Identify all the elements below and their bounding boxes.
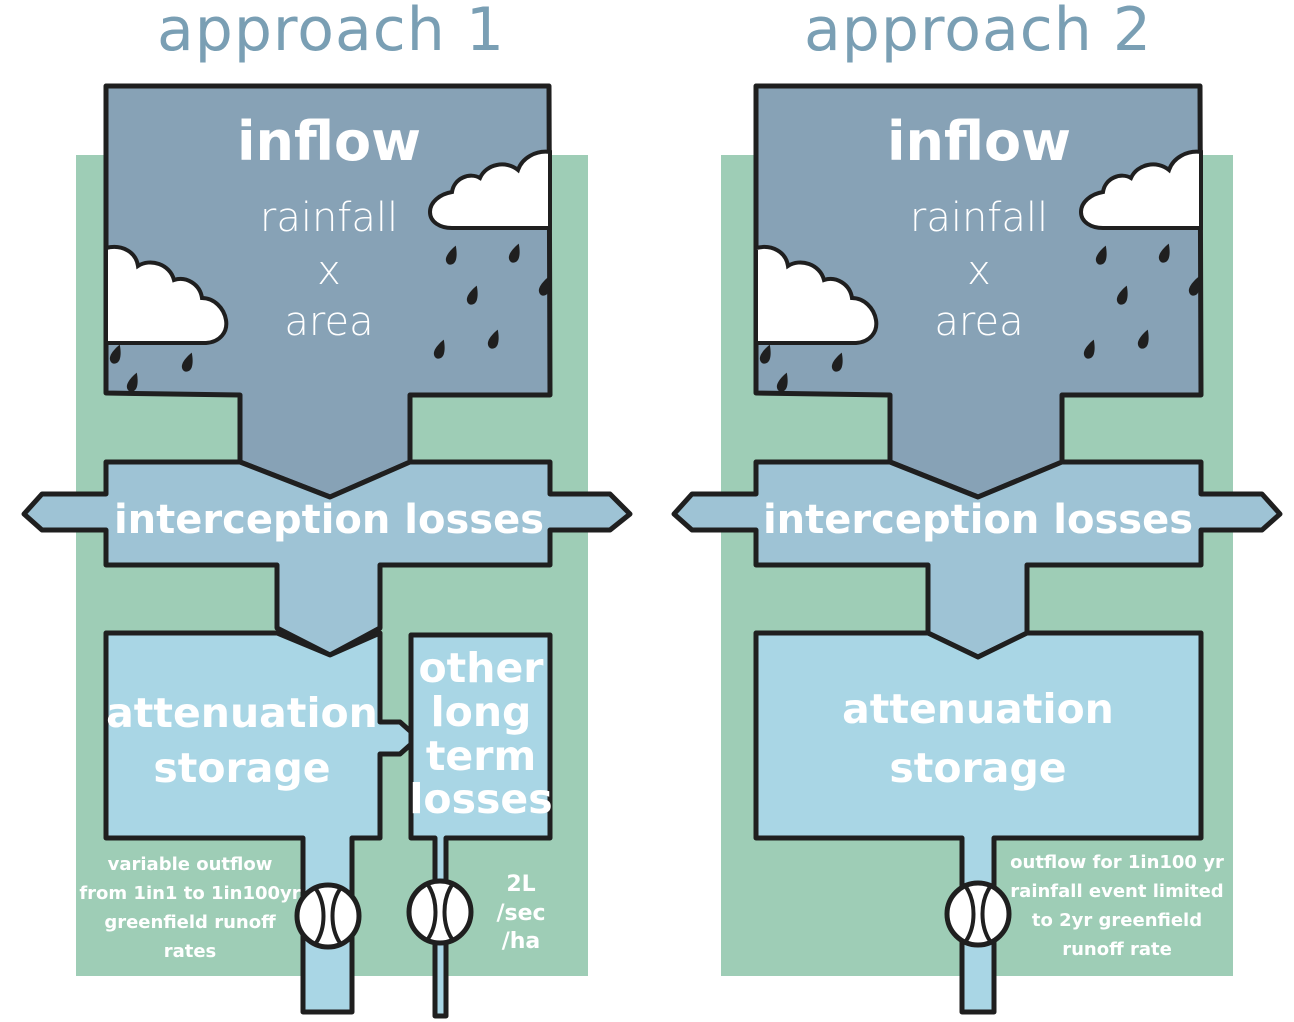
approach-1-storage-line2: storage	[153, 744, 330, 792]
approach-2-storage-line1: attenuation	[842, 685, 1114, 733]
approach-2-inflow-rainfall: rainfall	[910, 195, 1048, 241]
approach-2-interception-band	[671, 459, 1283, 660]
approach-1-inflow-rainfall: rainfall	[260, 195, 398, 241]
approach-1-inflow-heading: inflow	[237, 110, 421, 173]
approach-1-outflow-valve-icon	[297, 885, 359, 947]
approach-1-long-term-line3: term	[426, 732, 536, 780]
approach-2-attenuation-storage	[753, 630, 1204, 1015]
approach-1-storage-line1: attenuation	[106, 689, 378, 737]
approach-1-outflow-note-line1: variable outflow	[108, 854, 273, 875]
approach-2-panel: approach 2 inflow rainfall x area interc…	[671, 0, 1283, 1015]
approach-1-long-term-line4: losses	[409, 775, 552, 823]
approach-2-inflow-heading: inflow	[887, 110, 1071, 173]
approach-2-inflow-operator: x	[967, 248, 991, 294]
approach-1-rate-line2: /sec	[496, 901, 545, 926]
cloud-icon	[104, 245, 229, 345]
approach-1-inflow-area: area	[284, 299, 373, 345]
approach-2-outflow-valve-icon	[947, 883, 1009, 945]
approach-2-interception-label: interception losses	[763, 497, 1193, 543]
approach-2-outflow-note-line4: runoff rate	[1062, 939, 1172, 960]
approach-1-title: approach 1	[157, 0, 505, 65]
approach-1-long-term-valve-icon	[409, 881, 471, 943]
approach-1-long-term-line2: long	[431, 688, 532, 736]
approach-2-title: approach 2	[804, 0, 1152, 65]
approach-2-storage-line2: storage	[889, 744, 1066, 792]
approach-1-rate-line3: /ha	[502, 929, 541, 954]
cloud-icon	[427, 149, 552, 230]
approach-1-outflow-note-line2: from 1in1 to 1in100yr	[79, 883, 300, 904]
approach-1-panel: approach 1 inflow rainfall x area interc…	[21, 0, 633, 1019]
approach-2-outflow-note-line3: to 2yr greenfield	[1032, 910, 1202, 931]
cloud-icon	[1078, 149, 1203, 230]
approach-2-outflow-note-line1: outflow for 1in100 yr	[1010, 852, 1224, 873]
approach-1-long-term-line1: other	[419, 644, 545, 692]
approach-1-outflow-note-line3: greenfield runoff	[104, 912, 276, 933]
approach-1-outflow-note-line4: rates	[164, 941, 217, 962]
approach-1-rate-line1: 2L	[506, 872, 535, 897]
approach-2-outflow-note-line2: rainfall event limited	[1010, 881, 1223, 902]
approach-1-inflow-operator: x	[317, 248, 341, 294]
approach-1-interception-band	[21, 459, 633, 658]
approach-2-inflow-area: area	[934, 299, 1023, 345]
approach-1-interception-label: interception losses	[114, 497, 544, 543]
cloud-icon	[754, 245, 879, 345]
